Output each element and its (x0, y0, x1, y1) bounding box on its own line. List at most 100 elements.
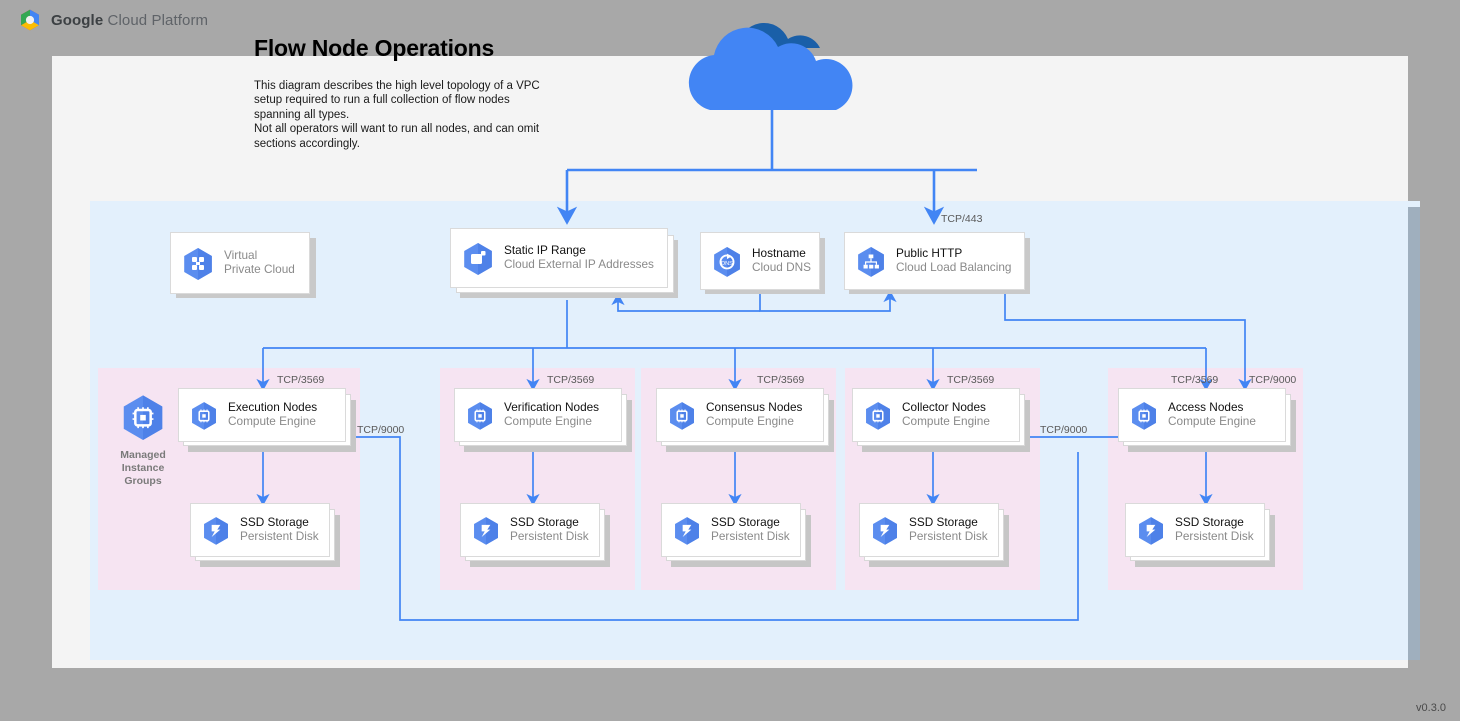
card-virtual-private-cloud[interactable]: Virtual Private Cloud (170, 232, 316, 298)
managed-instance-groups-label: Managed Instance Groups (120, 449, 166, 487)
port-label-tcp3569-collector: TCP/3569 (947, 374, 995, 386)
load-balancing-icon (858, 246, 884, 277)
card-ssd-storage-verification[interactable]: SSD Storage Persistent Disk (460, 503, 616, 577)
card-text: Consensus Nodes Compute Engine (706, 400, 803, 429)
card-text: SSD Storage Persistent Disk (510, 515, 589, 544)
card-ssd-storage-access[interactable]: SSD Storage Persistent Disk (1125, 503, 1281, 577)
card-ssd-storage-collector[interactable]: SSD Storage Persistent Disk (859, 503, 1015, 577)
persistent-disk-icon (474, 516, 498, 545)
port-label-tcp443-lb: TCP/443 (941, 213, 983, 225)
card-title: Verification Nodes (504, 400, 600, 415)
card-subtitle: Persistent Disk (909, 529, 988, 543)
brand-bold: Google (51, 11, 104, 29)
port-label-tcp3569-consensus: TCP/3569 (757, 374, 805, 386)
google-cloud-hexagon-logo-icon (21, 9, 39, 31)
card-title: Execution Nodes (228, 400, 318, 415)
card-subtitle: Compute Engine (504, 414, 592, 428)
card-subtitle: Private Cloud (224, 262, 295, 276)
card-text: Access Nodes Compute Engine (1168, 400, 1256, 429)
port-label-tcp3569-verification: TCP/3569 (547, 374, 595, 386)
card-body: SSD Storage Persistent Disk (661, 503, 801, 557)
card-text: SSD Storage Persistent Disk (240, 515, 319, 544)
card-text: SSD Storage Persistent Disk (1175, 515, 1254, 544)
version-label: v0.3.0 (1416, 702, 1446, 714)
persistent-disk-icon (675, 516, 699, 545)
managed-instance-groups-icon (123, 395, 163, 440)
card-ssd-storage-consensus[interactable]: SSD Storage Persistent Disk (661, 503, 817, 577)
port-label-tcp3569-access: TCP/3569 (1171, 374, 1219, 386)
external-ip-icon (464, 242, 492, 275)
card-title: SSD Storage (711, 515, 780, 530)
card-title: SSD Storage (240, 515, 309, 530)
card-public-http[interactable]: Public HTTP Cloud Load Balancing (844, 232, 1034, 296)
card-text: Verification Nodes Compute Engine (504, 400, 600, 429)
persistent-disk-icon (873, 516, 897, 545)
card-body: Public HTTP Cloud Load Balancing (844, 232, 1025, 290)
card-text: Static IP Range Cloud External IP Addres… (504, 243, 654, 272)
compute-engine-icon (670, 401, 694, 430)
card-verification-nodes[interactable]: Verification Nodes Compute Engine (454, 388, 634, 464)
card-hostname[interactable]: DNS Hostname Cloud DNS (700, 232, 828, 296)
card-body: SSD Storage Persistent Disk (190, 503, 330, 557)
card-title: Consensus Nodes (706, 400, 803, 415)
card-body: Access Nodes Compute Engine (1118, 388, 1286, 442)
card-title: Access Nodes (1168, 400, 1244, 415)
card-body: Consensus Nodes Compute Engine (656, 388, 824, 442)
card-subtitle: Persistent Disk (1175, 529, 1254, 543)
card-title: SSD Storage (1175, 515, 1244, 530)
gcp-brand-text: Google Cloud Platform (51, 12, 208, 29)
card-title: Hostname (752, 246, 806, 261)
card-text: Collector Nodes Compute Engine (902, 400, 990, 429)
internet-cloud-icon (688, 22, 853, 110)
compute-engine-icon (192, 401, 216, 430)
card-text: Execution Nodes Compute Engine (228, 400, 318, 429)
vpc-icon (184, 247, 212, 280)
card-subtitle: Persistent Disk (240, 529, 319, 543)
card-subtitle: Cloud Load Balancing (896, 260, 1012, 274)
card-subtitle: Compute Engine (1168, 414, 1256, 428)
card-text: SSD Storage Persistent Disk (909, 515, 988, 544)
card-consensus-nodes[interactable]: Consensus Nodes Compute Engine (656, 388, 836, 464)
vpc-region-shadow (1408, 207, 1420, 660)
diagram-title: Flow Node Operations (254, 35, 495, 61)
card-subtitle: Compute Engine (706, 414, 794, 428)
card-text: Public HTTP Cloud Load Balancing (896, 246, 1012, 275)
compute-engine-icon (468, 401, 492, 430)
card-collector-nodes[interactable]: Collector Nodes Compute Engine (852, 388, 1032, 464)
card-text: Virtual Private Cloud (224, 248, 295, 277)
card-subtitle: Cloud DNS (752, 260, 812, 274)
persistent-disk-icon (204, 516, 228, 545)
persistent-disk-icon (1139, 516, 1163, 545)
card-body: SSD Storage Persistent Disk (460, 503, 600, 557)
card-subtitle: Cloud External IP Addresses (504, 257, 654, 271)
compute-engine-icon (866, 401, 890, 430)
card-title: Collector Nodes (902, 400, 986, 415)
card-body: SSD Storage Persistent Disk (859, 503, 999, 557)
card-title: Public HTTP (896, 246, 963, 261)
card-subtitle: Persistent Disk (711, 529, 790, 543)
card-text: Hostname Cloud DNS (752, 246, 812, 275)
card-title: Static IP Range (504, 243, 586, 258)
card-subtitle: Compute Engine (902, 414, 990, 428)
card-body: Collector Nodes Compute Engine (852, 388, 1020, 442)
card-subtitle: Compute Engine (228, 414, 316, 428)
card-title: SSD Storage (909, 515, 978, 530)
compute-engine-icon (1132, 401, 1156, 430)
card-access-nodes[interactable]: Access Nodes Compute Engine (1118, 388, 1298, 464)
port-label-tcp9000-access-in: TCP/9000 (1249, 374, 1297, 386)
diagram-description: This diagram describes the high level to… (254, 80, 540, 150)
card-body: DNS Hostname Cloud DNS (700, 232, 820, 290)
brand-rest: Cloud Platform (103, 11, 209, 29)
card-static-ip-range[interactable]: Static IP Range Cloud External IP Addres… (450, 228, 680, 304)
card-text: SSD Storage Persistent Disk (711, 515, 790, 544)
cloud-dns-icon: DNS (714, 246, 740, 277)
svg-text:DNS: DNS (721, 260, 733, 266)
card-subtitle: Persistent Disk (510, 529, 589, 543)
card-execution-nodes[interactable]: Execution Nodes Compute Engine (178, 388, 358, 464)
port-label-tcp3569-execution: TCP/3569 (277, 374, 325, 386)
card-title: Virtual (224, 248, 258, 263)
port-label-tcp9000-collector: TCP/9000 (1040, 424, 1088, 436)
card-body: Virtual Private Cloud (170, 232, 310, 294)
card-ssd-storage-execution[interactable]: SSD Storage Persistent Disk (190, 503, 346, 577)
